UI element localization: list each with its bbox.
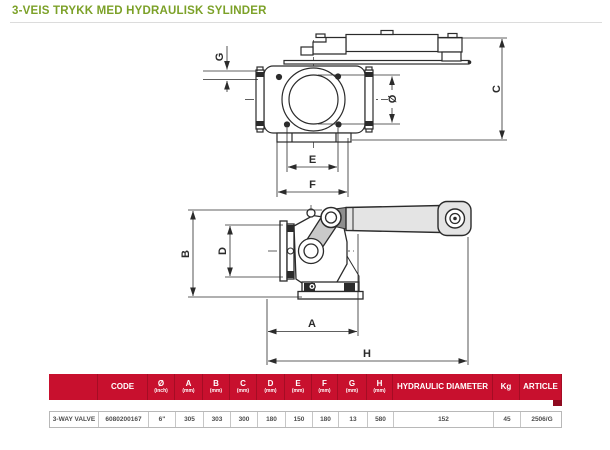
dimension-lines (188, 37, 507, 365)
cell-code: 6080200167 (99, 412, 149, 427)
col-header-name (49, 374, 98, 400)
col-header-article: ARTICLE (520, 374, 562, 400)
cell-h: 580 (368, 412, 394, 427)
spec-table: CODE Ø(inch) A(mm) B(mm) C(mm) D(mm) E(m… (49, 374, 562, 428)
cell-c: 300 (231, 412, 258, 427)
technical-drawing: G Ø C E F B D A H (0, 24, 610, 376)
cell-e: 150 (286, 412, 313, 427)
col-header-hydraulic-diameter: HYDRAULIC DIAMETER (393, 374, 493, 400)
valve-drawing-svg: G Ø C E F B D A H (180, 29, 507, 365)
col-header-diameter: Ø(inch) (148, 374, 175, 400)
cell-d: 180 (258, 412, 286, 427)
dim-label-d: D (217, 247, 229, 255)
col-header-g: G(mm) (338, 374, 367, 400)
dim-label-g: G (214, 53, 226, 62)
col-header-kg: Kg (493, 374, 520, 400)
cell-kg: 45 (494, 412, 521, 427)
dimension-labels: G Ø C E F B D A H (180, 53, 503, 360)
col-header-e: E(mm) (285, 374, 312, 400)
spec-table-header: CODE Ø(inch) A(mm) B(mm) C(mm) D(mm) E(m… (49, 374, 562, 406)
title-divider (10, 22, 602, 23)
spec-table-row: 3-WAY VALVE 6080200167 6" 305 303 300 18… (49, 411, 562, 428)
front-view (268, 200, 472, 300)
dim-label-f: F (309, 179, 316, 191)
cell-hydraulic-diameter: 152 (394, 412, 494, 427)
cell-f: 180 (313, 412, 339, 427)
col-header-d: D(mm) (257, 374, 285, 400)
dim-label-c: C (491, 85, 503, 93)
col-header-code: CODE (98, 374, 148, 400)
col-header-c: C(mm) (230, 374, 257, 400)
dim-label-e: E (309, 154, 316, 166)
col-header-b: B(mm) (203, 374, 230, 400)
cell-name: 3-WAY VALVE (50, 412, 99, 427)
dim-label-b: B (180, 250, 192, 258)
header-corner-tab (553, 400, 562, 406)
page-title: 3-VEIS TRYKK MED HYDRAULISK SYLINDER (12, 5, 267, 17)
cell-b: 303 (204, 412, 231, 427)
cell-article: 2506/G (531, 416, 553, 423)
dim-label-a: A (308, 318, 316, 330)
cell-diameter: 6" (149, 412, 176, 427)
col-header-h: H(mm) (367, 374, 393, 400)
dim-label-h: H (363, 348, 371, 360)
col-header-a: A(mm) (175, 374, 203, 400)
cell-a: 305 (176, 412, 204, 427)
col-header-f: F(mm) (312, 374, 338, 400)
dim-label-diameter: Ø (387, 94, 399, 103)
top-view (245, 29, 472, 148)
cell-g: 13 (339, 412, 368, 427)
